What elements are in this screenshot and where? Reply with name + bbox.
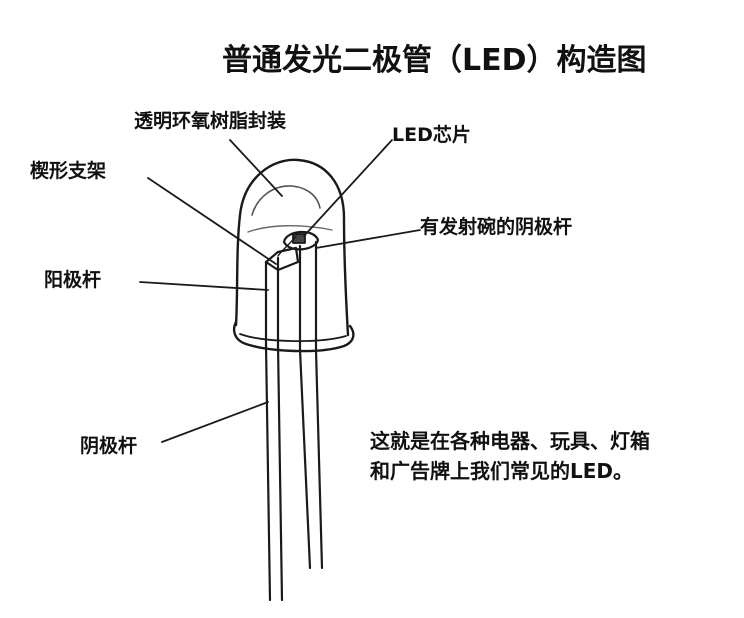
label-cathode-with-cup: 有发射碗的阴极杆: [420, 216, 573, 238]
label-cathode-post: 阴极杆: [80, 435, 138, 457]
label-anode-post: 阳极杆: [44, 269, 102, 291]
pointer-epoxy: [229, 139, 283, 197]
label-wedge-support: 楔形支架: [30, 160, 107, 182]
anode-lead: [264, 343, 284, 602]
label-epoxy-package: 透明环氧树脂封装: [134, 110, 287, 132]
note-text: 这就是在各种电器、玩具、灯箱 和广告牌上我们常见的LED。: [370, 426, 650, 486]
label-led-chip: LED芯片: [392, 124, 471, 146]
note-line-2: 和广告牌上我们常见的LED。: [370, 459, 634, 483]
pointer-chip: [303, 139, 393, 237]
flange-inner: [239, 333, 347, 342]
bond-wire: [277, 235, 297, 257]
cathode-post: [298, 240, 318, 352]
lens-flange: [232, 320, 355, 353]
pointer-cathode: [161, 401, 269, 443]
pointer-cathode-cup: [315, 229, 421, 249]
note-line-1: 这就是在各种电器、玩具、灯箱: [370, 429, 650, 453]
reflector-cup: [282, 230, 320, 251]
epoxy-lens-outline: [234, 158, 350, 337]
pointer-anode: [139, 281, 269, 291]
led-chip: [292, 233, 306, 244]
diagram-title: 普通发光二极管（LED）构造图: [222, 43, 647, 78]
cathode-lead: [298, 348, 324, 570]
anode-post: [264, 256, 280, 347]
wedge-support: [264, 246, 300, 272]
lens-highlight-2: [247, 225, 333, 233]
pointer-wedge: [147, 177, 277, 265]
lens-highlight: [251, 185, 321, 216]
